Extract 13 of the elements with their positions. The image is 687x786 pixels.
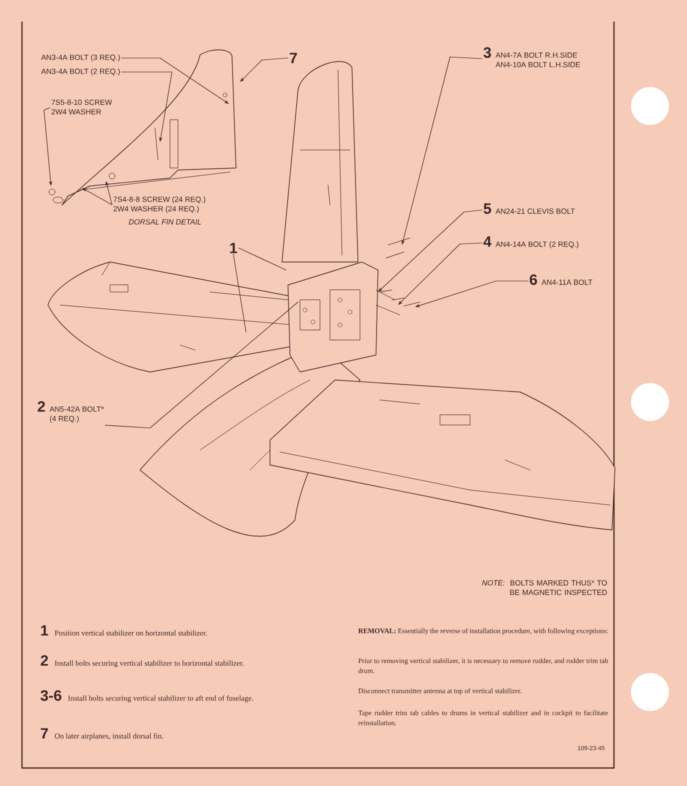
leader-arrow <box>121 58 229 104</box>
callout-number: 7 <box>290 52 297 64</box>
leader-line <box>238 248 286 270</box>
leader-line <box>104 302 298 428</box>
callout-number: 1 <box>230 242 238 254</box>
step-number: 7 <box>40 728 48 739</box>
leader-arrow <box>240 58 288 82</box>
step-number: 2 <box>40 655 48 666</box>
leader-line <box>233 254 246 332</box>
step-number: 3-6 <box>40 690 62 701</box>
step-number: 1 <box>41 625 48 636</box>
leader-arrow <box>398 242 482 305</box>
leader-arrow <box>378 210 482 292</box>
